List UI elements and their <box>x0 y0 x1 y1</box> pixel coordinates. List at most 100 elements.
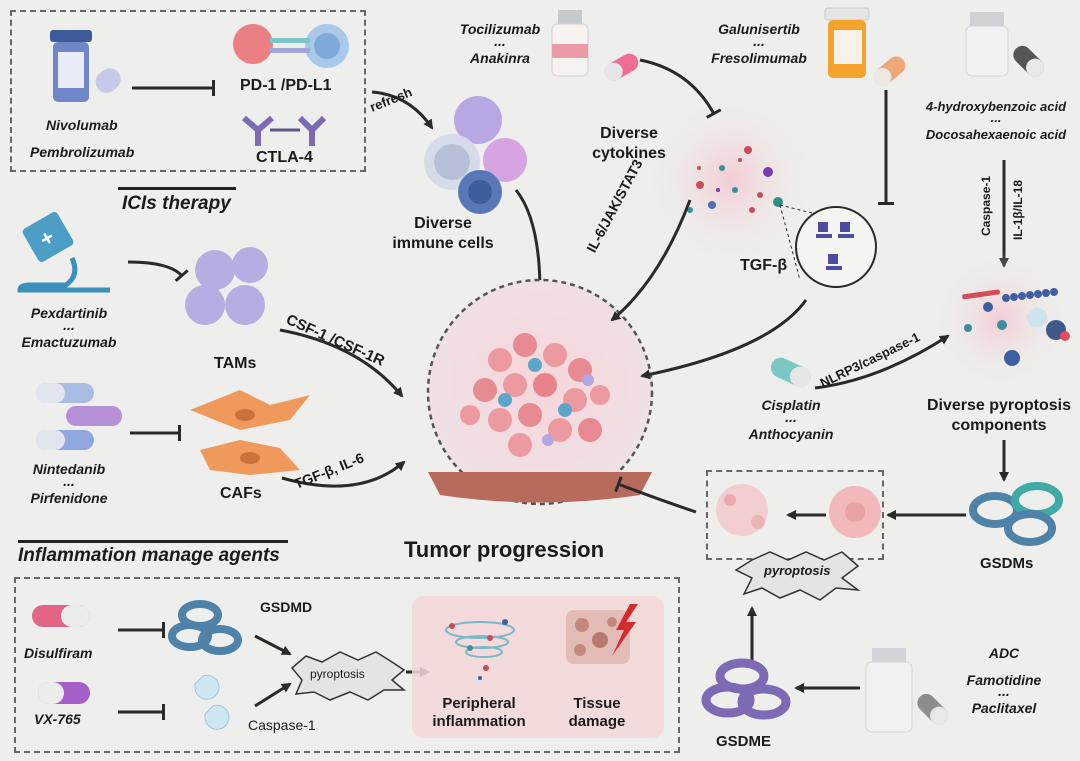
gsdmd-label: GSDMD <box>260 599 313 615</box>
ctla4-label: CTLA-4 <box>256 149 313 166</box>
tissue-damage-label: Tissue damage <box>552 696 642 730</box>
capsule-icon <box>95 68 121 93</box>
pd1-pdl1-label: PD-1 /PD-L1 <box>240 77 332 94</box>
gsdms-label: GSDMs <box>980 555 1034 572</box>
capsule-disulfiram-icon <box>32 605 90 627</box>
csf-arrow <box>279 328 404 398</box>
capsule-peach-icon <box>873 56 906 87</box>
cyto-ellipsis: ... <box>494 32 506 49</box>
nintedanib-text: Nintedanib <box>32 461 106 477</box>
pyro-inhibit-line <box>614 476 697 514</box>
pyro-ellipsis: ... <box>990 109 1002 125</box>
immune-label-line2: immune cells <box>392 234 494 252</box>
pill-bottle-icon <box>50 30 92 102</box>
emactuzumab-text: Emactuzumab <box>21 333 117 350</box>
tocilizumab-label: Tocilizumab ... Anakinra <box>448 22 552 65</box>
tocilizumab-text: Tocilizumab <box>459 21 541 37</box>
cafs-icon <box>190 390 310 475</box>
vx765-label: VX-765 <box>34 711 81 727</box>
pyroptotic-cells-icon <box>716 484 881 538</box>
pyro-line1: Diverse pyroptosis <box>926 397 1072 414</box>
il1b-il18-label: IL-1β/IL-18 <box>1011 180 1025 240</box>
gsdme-ellipsis: ... <box>998 683 1010 700</box>
pyroptosis-burst-right <box>734 551 861 601</box>
caf-ellipsis: ... <box>63 472 75 489</box>
inflammation-section-title: Inflammation manage agents <box>18 545 280 566</box>
tams-icon <box>185 247 268 325</box>
tissue-damage-icon <box>566 604 638 664</box>
capsule-teal-icon <box>770 357 811 388</box>
capsule-pink-icon <box>604 53 639 81</box>
cafs-label: CAFs <box>220 485 262 502</box>
ici-section-title: ICIs therapy <box>122 193 231 214</box>
cisplatin-label: Cisplatin ... Anthocyanin <box>732 398 850 441</box>
pyroptosis-right-label: pyroptosis <box>764 563 831 578</box>
bottle-syrup-icon: + <box>17 212 110 293</box>
disulfiram-label: Disulfiram <box>24 645 93 661</box>
tams-label: TAMs <box>214 355 257 372</box>
pd1-cell-icon <box>233 24 349 68</box>
nivolumab-label: Nivolumab <box>46 117 118 133</box>
cytokine-glow <box>640 90 820 270</box>
diverse-cytokines-label: Diverse cytokines <box>584 125 674 163</box>
nintedanib-label: Nintedanib ... Pirfenidone <box>14 462 124 505</box>
immune-inhibit-line <box>514 189 549 294</box>
peripheral-line1: Peripheral <box>442 695 516 712</box>
cytokine-inhibit-line <box>639 58 722 119</box>
inflammation-box <box>14 577 680 753</box>
pyroptosis-components-icon <box>962 288 1070 366</box>
pyro-glow <box>930 250 1070 390</box>
immune-label-line1: Diverse <box>414 215 472 232</box>
gsdme-label: GSDME <box>716 733 772 750</box>
gsdme-rings-icon <box>701 658 791 720</box>
gsdms-rings-icon <box>969 482 1063 546</box>
gsdme-drugs-label: ADC Famotidine ... Paclitaxel <box>944 646 1064 716</box>
galunisertib-label: Galunisertib ... Fresolimumab <box>704 22 814 65</box>
pexdartinib-label: Pexdartinib ... Emactuzumab <box>14 306 124 349</box>
cytokine-dots <box>687 146 783 213</box>
tgf-receptor-icon <box>816 222 854 270</box>
gsdmd-rings-icon <box>168 600 242 655</box>
cisplatin-text: Cisplatin <box>761 397 821 413</box>
pill-bottle-white-icon <box>965 12 1009 77</box>
pill-bottle-white-bottom-icon <box>865 648 913 733</box>
refresh-arrow <box>371 90 434 130</box>
capsule-vx765-icon <box>38 682 90 704</box>
capsules-icon <box>36 383 122 450</box>
docosahexaenoic-text: Docosahexaenoic acid <box>925 126 1067 142</box>
caspase1-label: Caspase-1 <box>248 717 316 733</box>
immune-cells-icon <box>424 96 527 214</box>
capsule-gray-bottom-icon <box>917 693 949 725</box>
nlrp3-arrow <box>814 334 950 390</box>
capsule-gray-icon <box>1013 45 1045 77</box>
peripheral-inflammation-label: Peripheral inflammation <box>414 696 544 730</box>
tumor-progression-title: Tumor progression <box>404 537 605 562</box>
galunisertib-text: Galunisertib <box>718 21 800 37</box>
ctla4-antibody-icon <box>242 115 327 146</box>
inflammation-title-bar <box>18 540 288 543</box>
pirfenidone-text: Pirfenidone <box>30 489 108 506</box>
tam-inhibit-line <box>127 260 189 282</box>
pyro-line2: components <box>951 416 1047 434</box>
anthocyanin-text: Anthocyanin <box>748 425 834 442</box>
caspase1-arrow-label: Caspase-1 <box>979 175 993 236</box>
tumor-cells-icon <box>460 333 610 457</box>
caspase1-icon <box>194 674 230 730</box>
anakinra-text: Anakinra <box>470 49 530 66</box>
peripheral-line2: inflammation <box>432 712 526 730</box>
hydroxybenzoic-text: 4-hydroxybenzoic acid <box>925 99 1067 114</box>
adc-text: ADC <box>988 645 1020 661</box>
tam-ellipsis: ... <box>63 316 75 333</box>
cis-ellipsis: ... <box>785 408 797 425</box>
fresolimumab-text: Fresolimumab <box>711 49 807 66</box>
tumor-tissue-base <box>428 472 652 503</box>
famotidine-text: Famotidine <box>966 671 1042 688</box>
tgf-ellipsis: ... <box>753 32 765 49</box>
tgf-il6-arrow <box>281 460 406 488</box>
ici-title-bar <box>118 187 236 190</box>
pill-bottle-orange-icon <box>824 7 870 78</box>
hydroxybenzoic-label: 4-hydroxybenzoic acid ... Docosahexaenoi… <box>916 100 1076 141</box>
pexdartinib-text: Pexdartinib <box>30 305 108 321</box>
ici-box <box>10 10 366 172</box>
